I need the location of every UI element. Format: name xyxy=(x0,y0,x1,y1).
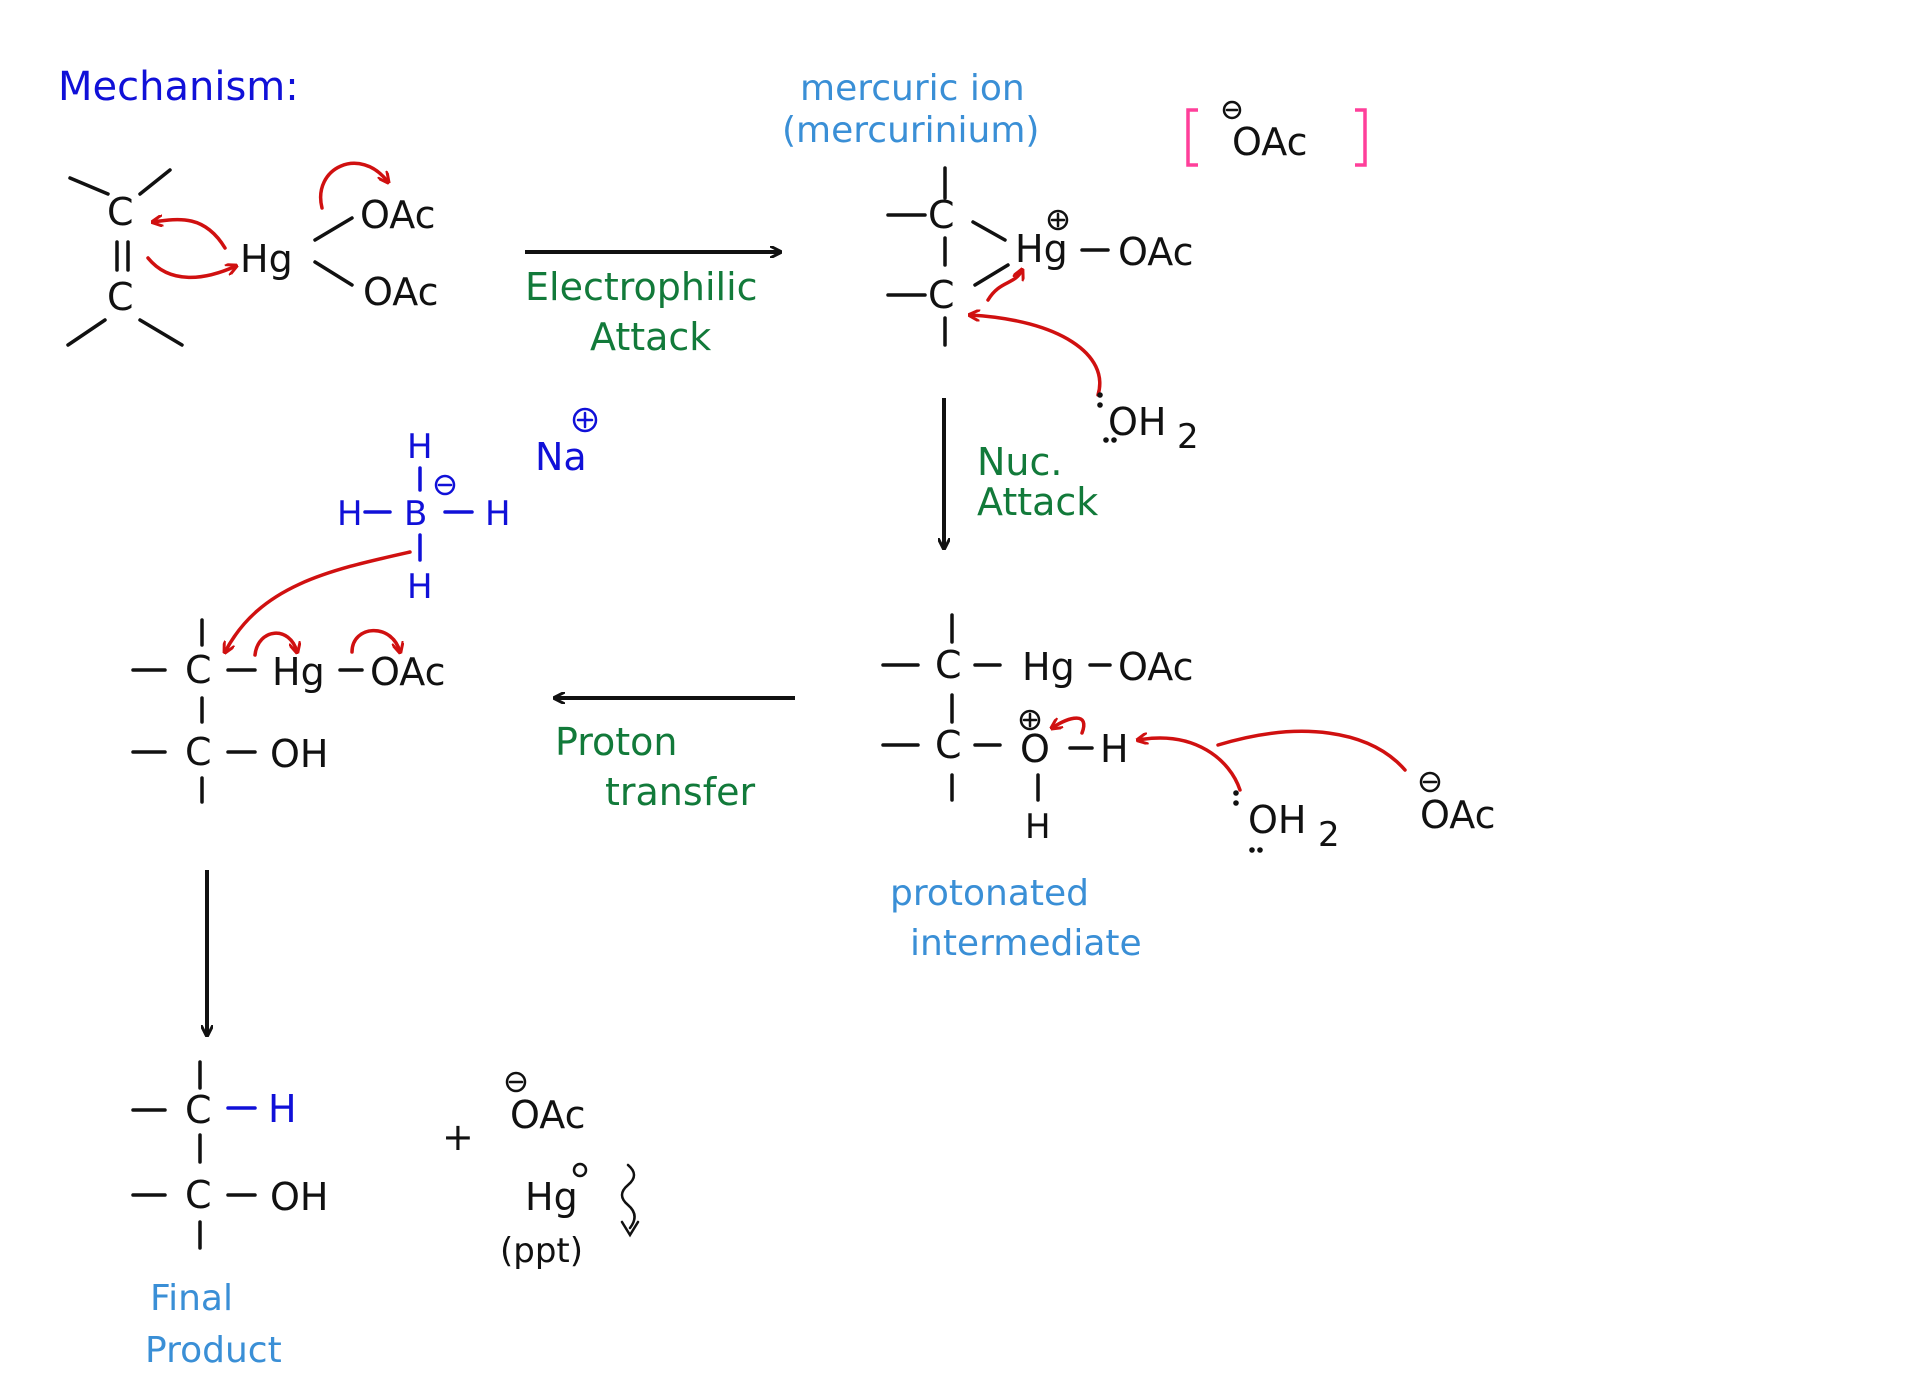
atom-carbon: C xyxy=(928,193,955,237)
atom-hydrogen: H xyxy=(268,1087,297,1131)
label-nuc-attack: Attack xyxy=(977,480,1098,524)
atom-carbon: C xyxy=(185,730,212,774)
atom-carbon: C xyxy=(185,1088,212,1132)
atom-mercury-metal: Hg xyxy=(525,1175,578,1219)
atom-carbon: C xyxy=(107,275,134,319)
curved-arrow xyxy=(1138,738,1242,792)
atom-mercury: Hg xyxy=(1022,645,1075,689)
label-electrophilic: Electrophilic xyxy=(525,265,758,309)
curved-arrow xyxy=(1052,716,1086,735)
byproducts: + OAc Hg (ppt) xyxy=(442,1071,640,1271)
atom-water: OH xyxy=(1248,798,1306,842)
atom-carbon: C xyxy=(928,273,955,317)
atom-acetate: OAc xyxy=(1232,120,1307,164)
label-electrophilic-attack: Attack xyxy=(590,315,711,359)
label-product: Product xyxy=(145,1330,282,1371)
atom-boron: B xyxy=(404,494,427,534)
atom-mercury: Hg xyxy=(272,650,325,694)
label-final: Final xyxy=(150,1278,233,1319)
organomercury-alcohol: C Hg OAc C OH xyxy=(131,618,445,804)
negative-charge-icon xyxy=(434,474,456,496)
atom-carbon: C xyxy=(935,723,962,767)
acetate-counterion-bracket: OAc xyxy=(1186,100,1367,167)
curved-arrow xyxy=(970,315,1102,397)
curved-arrow xyxy=(225,550,412,652)
atom-sodium: Na xyxy=(535,435,587,479)
atom-mercury: Hg xyxy=(1015,227,1068,271)
atom-mercury: Hg xyxy=(240,237,293,281)
sodium-borohydride: H H B H H Na xyxy=(225,407,598,652)
atom-acetate: OAc xyxy=(370,650,445,694)
heading-mechanism: Mechanism: xyxy=(58,64,299,110)
negative-charge-icon xyxy=(505,1071,527,1093)
atom-hydrogen: H xyxy=(1100,727,1129,771)
atom-acetate: OAc xyxy=(363,270,438,314)
positive-charge-icon xyxy=(572,407,598,433)
atom-hydrogen: H xyxy=(407,567,433,607)
atom-acetate: OAc xyxy=(360,193,435,237)
atom-water: OH xyxy=(1108,400,1166,444)
label-ppt: (ppt) xyxy=(500,1231,583,1271)
protonated-intermediate: C Hg OAc C O H H OH 2 OAc xyxy=(881,613,1495,855)
atom-subscript: 2 xyxy=(1177,417,1199,457)
negative-charge-icon xyxy=(1419,771,1441,793)
atom-acetate: OAc xyxy=(1118,230,1193,274)
atom-carbon: C xyxy=(935,643,962,687)
label-transfer: transfer xyxy=(605,770,755,814)
curved-arrow xyxy=(986,270,1022,302)
label-mercurinium: (mercurinium) xyxy=(782,110,1039,151)
atom-acetate: OAc xyxy=(1420,793,1495,837)
alkene-and-mercuric-acetate: C C Hg OAc OAc xyxy=(66,161,438,347)
positive-charge-icon xyxy=(1019,709,1041,731)
atom-carbon: C xyxy=(185,648,212,692)
atom-hydrogen: H xyxy=(337,494,363,534)
label-mercuric-ion: mercuric ion xyxy=(800,68,1025,109)
atom-hydroxyl: OH xyxy=(270,1175,328,1219)
zero-oxidation-icon xyxy=(572,1162,588,1178)
curved-arrow xyxy=(350,628,400,652)
atom-hydroxyl: OH xyxy=(270,732,328,776)
label-nuc: Nuc. xyxy=(977,440,1062,484)
curved-arrow xyxy=(153,220,227,250)
mercurinium-intermediate: C C Hg OAc OH 2 xyxy=(886,166,1199,457)
atom-carbon: C xyxy=(185,1173,212,1217)
positive-charge-icon xyxy=(1047,209,1069,231)
curved-arrow xyxy=(253,631,297,657)
plus-sign: + xyxy=(442,1115,474,1159)
atom-acetate: OAc xyxy=(510,1093,585,1137)
atom-carbon: C xyxy=(107,190,134,234)
curved-arrow xyxy=(146,256,236,280)
atom-subscript: 2 xyxy=(1318,815,1340,855)
atom-oxygen: O xyxy=(1020,727,1050,771)
atom-hydrogen: H xyxy=(485,494,511,534)
curved-arrow xyxy=(1216,729,1407,772)
label-intermediate: intermediate xyxy=(910,923,1142,964)
curved-arrow xyxy=(318,161,388,210)
atom-hydrogen: H xyxy=(407,427,433,467)
final-product-alcohol: C H C OH xyxy=(131,1060,328,1250)
atom-acetate: OAc xyxy=(1118,645,1193,689)
label-protonated: protonated xyxy=(890,873,1089,914)
atom-hydrogen: H xyxy=(1025,807,1051,847)
label-proton: Proton xyxy=(555,720,678,764)
